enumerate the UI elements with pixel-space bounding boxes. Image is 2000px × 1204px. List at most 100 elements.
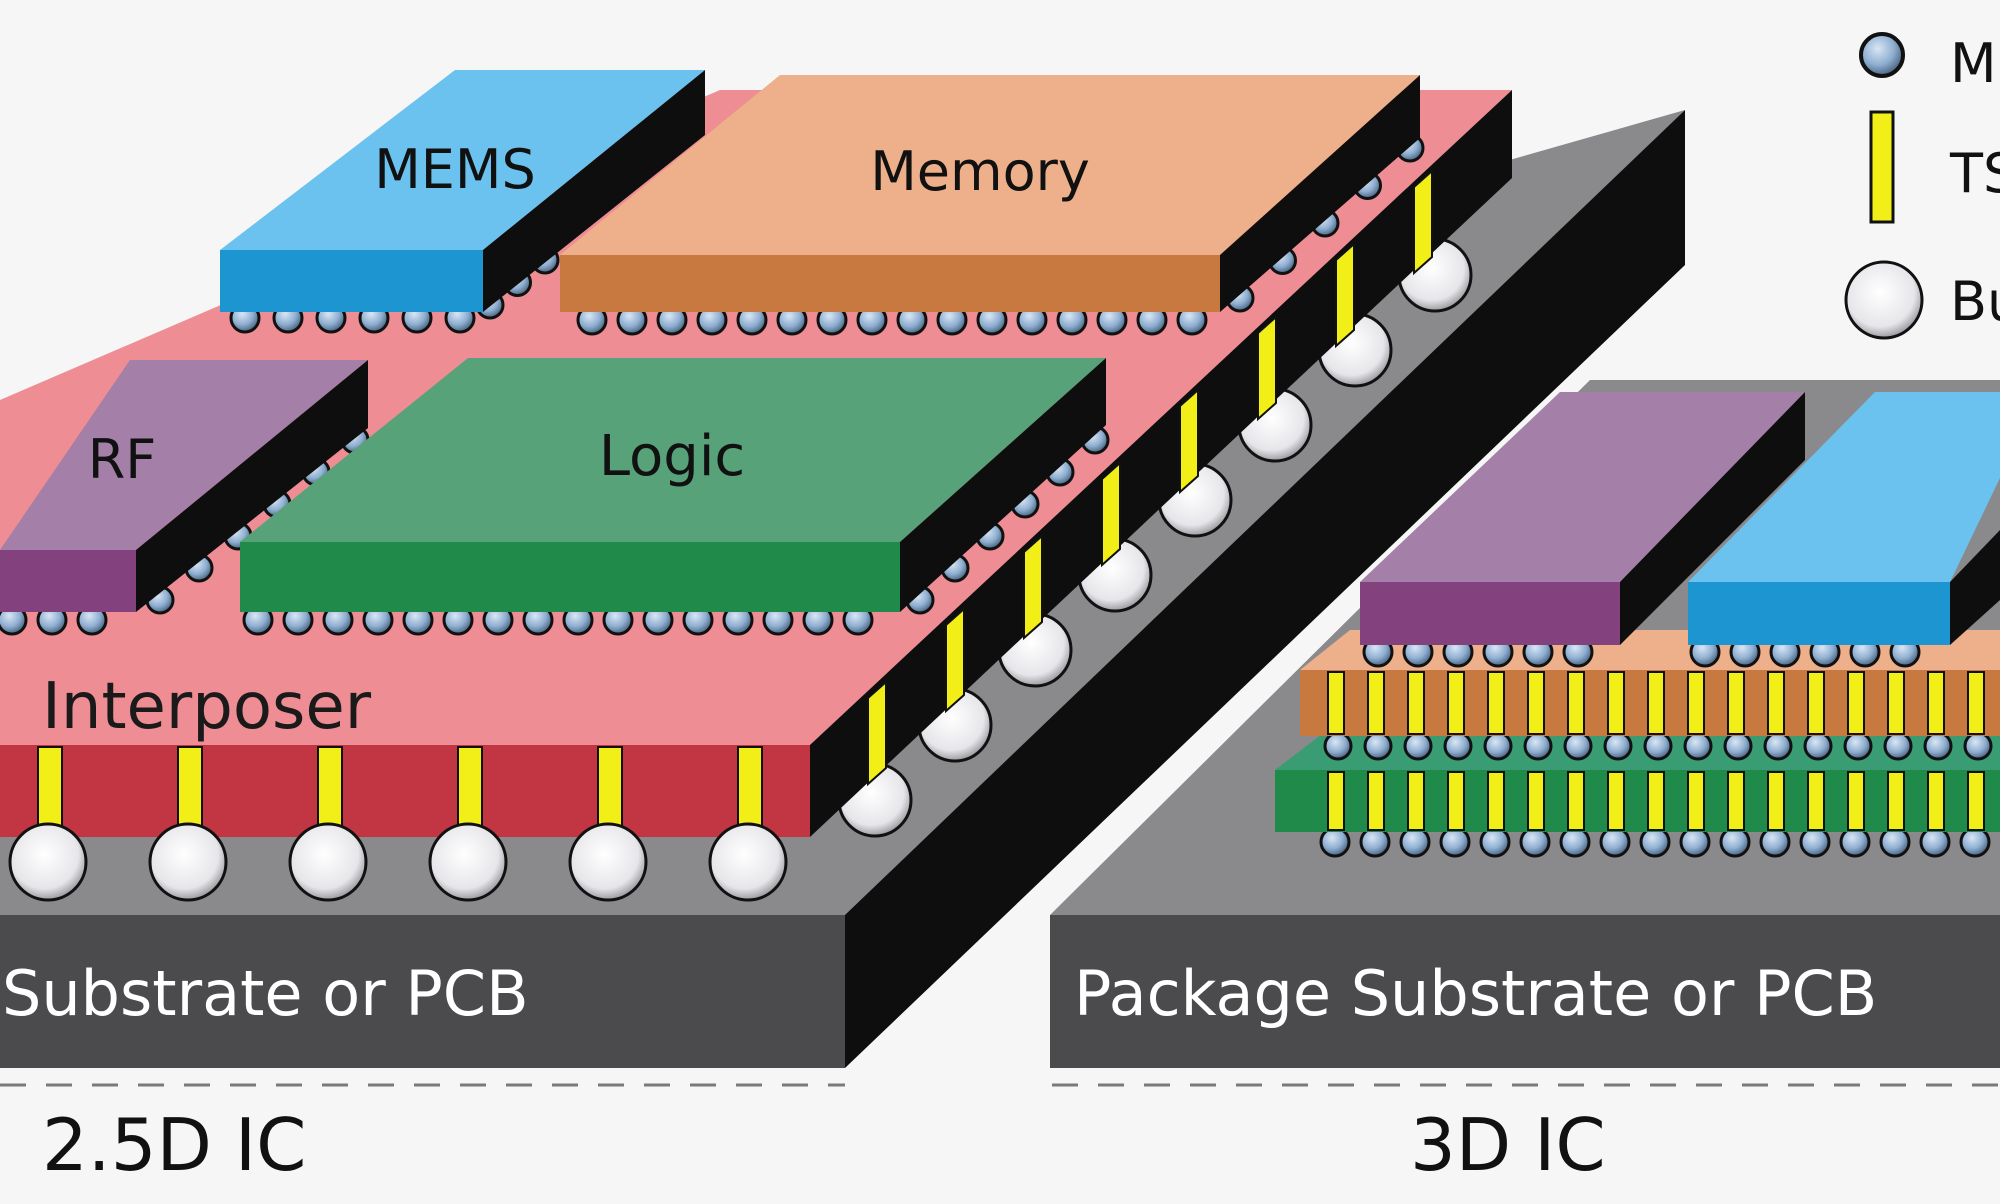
bump-icon [1844,260,1924,340]
tsv [1327,771,1345,831]
logic-label: Logic [599,424,745,489]
rf-side [136,360,368,612]
tsv [1967,671,1985,735]
memory-label: Memory [870,140,1090,203]
microbump [1403,731,1433,761]
tsv [1927,771,1945,831]
left-assembly: Substrate or PCB Interposer MEMS [0,70,1685,1187]
tsv [1257,314,1277,422]
solder-bump [148,822,228,902]
chip-memory: Memory [560,75,1425,336]
logic-top [240,358,1106,542]
mems-top [220,70,705,250]
solder-bump [568,822,648,902]
rf-front [0,550,136,612]
stack-mems-side [1950,530,2000,645]
tsv [1767,671,1785,735]
microbump [1479,826,1511,858]
microbump [1763,731,1793,761]
microbump [1603,731,1633,761]
legend: M TS Bu [1844,32,2000,340]
tsv [1447,671,1465,735]
microbump [1759,826,1791,858]
microbump [1399,826,1431,858]
microbump [1483,731,1513,761]
tsv [1023,533,1043,641]
microbump [1559,826,1591,858]
logic-front [240,542,900,612]
tsv [597,746,623,836]
tsv [1887,671,1905,735]
tsv [1727,771,1745,831]
solder-bump [288,822,368,902]
microbump [1323,731,1353,761]
microbump [1319,826,1351,858]
legend-label-tsv: TS [1949,142,2000,205]
tsv [1407,771,1425,831]
microbump [1839,826,1871,858]
microbump [1683,731,1713,761]
microbump [1879,826,1911,858]
tsv [1527,771,1545,831]
left-substrate-side [845,110,1685,1068]
tsv [1567,771,1585,831]
microbump [1803,731,1833,761]
tsv [1967,771,1985,831]
right-assembly: Package Substrate or PCB [1050,380,2000,1187]
tsv [1607,671,1625,735]
tsv [1807,771,1825,831]
tsv [867,679,887,787]
microbump [1959,826,1991,858]
tsv [1767,771,1785,831]
legend-item-tsv: TS [1869,110,2000,224]
tsv [1413,168,1433,276]
microbump [1963,731,1993,761]
memory-side [1220,75,1420,312]
left-substrate-label: Substrate or PCB [2,957,529,1030]
interposer-front-tsvs [37,746,763,836]
tsv [1727,671,1745,735]
microbump-icon [1859,32,1905,78]
tsv [1487,671,1505,735]
microbump [1599,826,1631,858]
microbump [1923,731,1953,761]
tsv [1687,671,1705,735]
stack-memory-tsvs [1327,671,1985,735]
memory-microbumps [576,133,1425,336]
tsv [1447,771,1465,831]
mems-front [220,250,483,312]
left-caption: 2.5D IC [42,1103,306,1187]
stack-rf-top [1360,392,1805,582]
stack-bottom-microbumps [1319,826,1991,858]
tsv [1927,671,1945,735]
legend-item-bump: Bu [1844,260,2000,340]
microbump [1363,731,1393,761]
tsv [1647,771,1665,831]
tsv [1847,671,1865,735]
rf-top [0,360,368,550]
microbump [1443,731,1473,761]
left-substrate-front [0,915,845,1068]
tsv [317,746,343,836]
tsv [1807,671,1825,735]
tsv [1407,671,1425,735]
tsv [1687,771,1705,831]
tsv [1335,241,1355,349]
microbump [1843,731,1873,761]
mems-side [483,70,705,312]
tsv [1567,671,1585,735]
solder-bump [428,822,508,902]
tsv [1179,387,1199,495]
tsv-icon [1869,110,1895,224]
interposer-front [0,745,810,837]
right-substrate-front [1050,915,2000,1068]
microbump [1563,731,1593,761]
microbump [1519,826,1551,858]
microbump [1723,731,1753,761]
tsv [1367,771,1385,831]
tsv [1607,771,1625,831]
tsv [945,606,965,714]
stack-mems-top [1688,392,2000,582]
